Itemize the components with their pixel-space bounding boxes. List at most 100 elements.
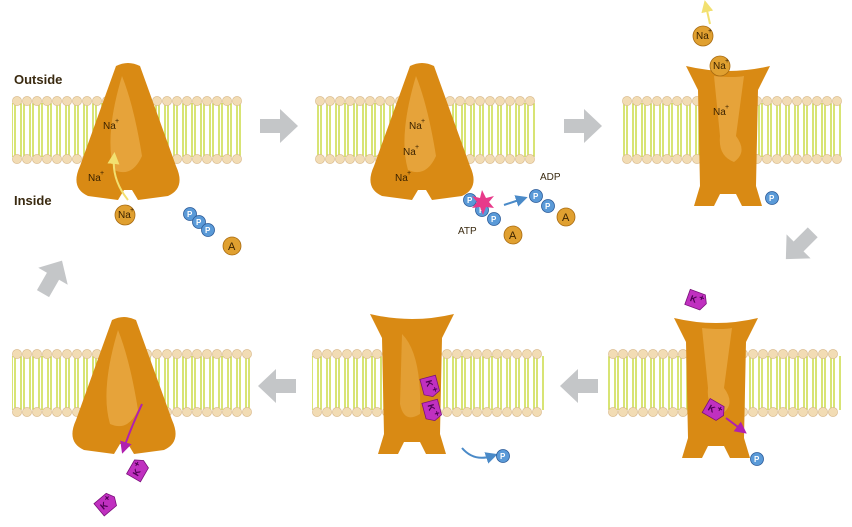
lipid-head: [42, 349, 52, 359]
lipid-head: [312, 407, 322, 417]
lipid-head: [202, 349, 212, 359]
phosphate: P: [765, 191, 779, 205]
lipid-head: [22, 96, 32, 106]
potassium-ion-incoming: K+: [684, 288, 707, 311]
lipid-head: [152, 96, 162, 106]
phosphate-label: P: [467, 196, 473, 205]
cycle-arrow: [36, 260, 68, 298]
lipid-head: [322, 349, 332, 359]
lipid-head: [492, 349, 502, 359]
lipid-head: [52, 96, 62, 106]
phosphate: P: [750, 452, 764, 466]
lipid-head: [668, 349, 678, 359]
cycle-arrows: [36, 109, 818, 403]
lipid-head: [818, 349, 828, 359]
sodium-charge: +: [100, 170, 104, 177]
lipid-head: [642, 154, 652, 164]
lipid-head: [502, 349, 512, 359]
lipid-head: [332, 349, 342, 359]
lipid-head: [495, 154, 505, 164]
lipid-head: [212, 154, 222, 164]
lipid-head: [515, 96, 525, 106]
pump-channel: [110, 76, 142, 173]
potassium-label: K: [706, 403, 717, 415]
phosphate: P: [529, 189, 543, 203]
lipid-head: [152, 349, 162, 359]
lipid-head: [482, 349, 492, 359]
lipid-head: [62, 96, 72, 106]
lipid-head: [232, 407, 242, 417]
lipid-head: [32, 349, 42, 359]
lipid-head: [608, 349, 618, 359]
phosphate-label: P: [754, 455, 760, 464]
lipid-head: [475, 96, 485, 106]
potassium-charge: +: [432, 410, 443, 418]
lipid-head: [212, 349, 222, 359]
lipid-head: [792, 96, 802, 106]
outside-label: Outside: [14, 72, 62, 87]
lipid-head: [525, 154, 535, 164]
lipid-head: [638, 349, 648, 359]
lipid-head: [42, 96, 52, 106]
lipid-head: [472, 349, 482, 359]
lipid-head: [452, 407, 462, 417]
potassium-label: K: [689, 293, 699, 305]
potassium-label: K: [98, 500, 110, 512]
overlays: Na+Na+Na+PPPANa+Na+Na+PPPAPPANa+Na+Na+PK…: [88, 0, 779, 517]
pump-channel: [404, 76, 436, 173]
lipid-head: [12, 154, 22, 164]
lipid-head: [52, 349, 62, 359]
lipid-head: [772, 154, 782, 164]
lipid-head: [485, 96, 495, 106]
sodium-ion: Na+: [709, 55, 731, 77]
phosphate: P: [496, 449, 510, 463]
lipid-head: [762, 96, 772, 106]
lipid-head: [62, 349, 72, 359]
lipid-head: [682, 96, 692, 106]
lipid-head: [792, 154, 802, 164]
lipid-head: [12, 407, 22, 417]
lipid-head: [505, 96, 515, 106]
lipid-head: [642, 96, 652, 106]
lipid-head: [355, 154, 365, 164]
phosphate-label: P: [545, 202, 551, 211]
lipid-head: [62, 407, 72, 417]
lipid-head: [312, 349, 322, 359]
lipid-head: [52, 154, 62, 164]
lipid-head: [802, 154, 812, 164]
lipid-head: [475, 154, 485, 164]
pump-step-1: [76, 63, 180, 200]
lipid-head: [628, 349, 638, 359]
lipid-head: [222, 154, 232, 164]
lipid-head: [618, 407, 628, 417]
lipid-head: [232, 349, 242, 359]
lipid-head: [365, 96, 375, 106]
lipid-head: [798, 407, 808, 417]
sodium-label: Na: [409, 121, 422, 132]
lipid-head: [812, 154, 822, 164]
k-release-arrow: [120, 403, 143, 454]
lipid-head: [42, 154, 52, 164]
phosphate-label: P: [205, 226, 211, 235]
phosphate-release-arrow: [461, 447, 498, 464]
lipid-head: [778, 407, 788, 417]
lipid-head: [788, 407, 798, 417]
lipid-head: [232, 154, 242, 164]
lipid-head: [322, 407, 332, 417]
lipid-head: [32, 96, 42, 106]
lipid-head: [788, 349, 798, 359]
lipid-head: [342, 349, 352, 359]
lipid-head: [618, 349, 628, 359]
arrow-step6-to-1: [36, 260, 68, 298]
sodium-label: Na: [103, 121, 116, 132]
lipid-head: [222, 407, 232, 417]
lipid-head: [202, 407, 212, 417]
phosphate: P: [541, 199, 555, 213]
lipid-head: [748, 407, 758, 417]
lipid-head: [772, 96, 782, 106]
phosphate-label: P: [533, 192, 539, 201]
lipid-head: [82, 349, 92, 359]
lipid-head: [162, 96, 172, 106]
lipid-head: [162, 349, 172, 359]
potassium-charge: +: [430, 386, 441, 394]
